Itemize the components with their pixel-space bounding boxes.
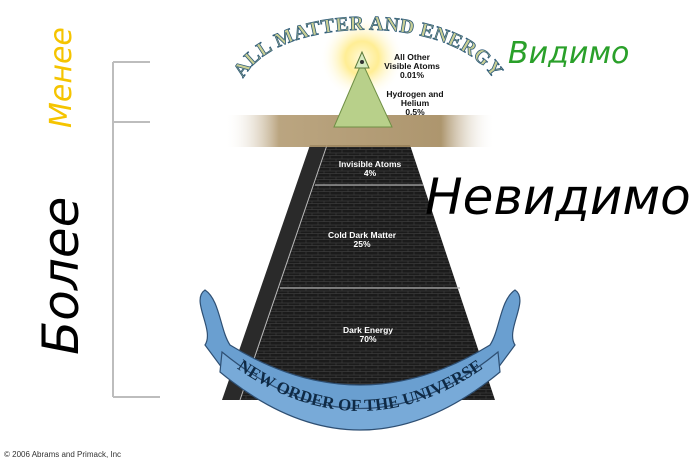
copyright: © 2006 Abrams and Primack, Inc: [4, 450, 122, 459]
bracket-lines: [112, 61, 160, 398]
pyramid-body: [240, 145, 495, 400]
visible-pyramid: [333, 60, 393, 128]
pyramid-left-face: [222, 145, 330, 400]
more-label: Более: [32, 196, 90, 355]
invisible-label: Невидимо: [425, 168, 691, 226]
less-label: Менее: [44, 27, 79, 128]
visible-label: Видимо: [508, 36, 630, 71]
